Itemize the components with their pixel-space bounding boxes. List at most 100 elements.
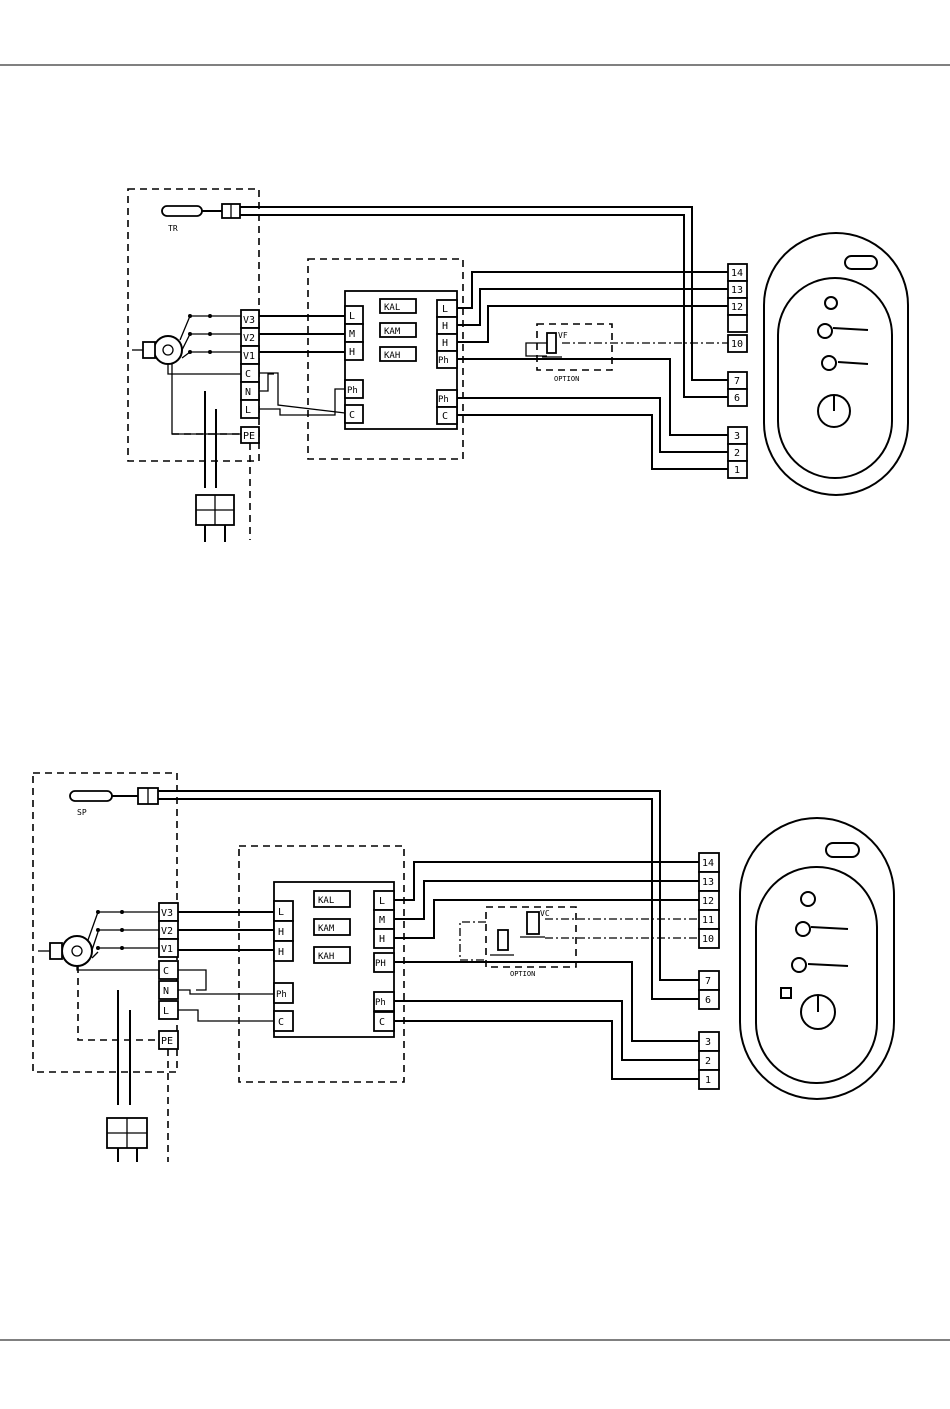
- control-terminal-label: 10: [702, 934, 714, 945]
- control-terminal-label: 13: [731, 285, 743, 296]
- board-terminal-label: Ph: [375, 998, 386, 1008]
- temp-icon: [792, 958, 806, 972]
- board-right-terminals: L M H PH Ph C: [374, 891, 394, 1031]
- board-terminal-label: L: [278, 907, 284, 918]
- motor-enclosure: [128, 189, 259, 461]
- fan-motor: [132, 316, 190, 364]
- fan-motor: [38, 912, 98, 966]
- board-terminal-label: C: [278, 1017, 284, 1028]
- motor-terminal-label: V2: [243, 333, 255, 344]
- motor-terminal-label: N: [245, 387, 251, 398]
- board-terminal-label: M: [349, 329, 355, 340]
- power-supply: [172, 391, 250, 542]
- board-terminal-label: Ph: [347, 386, 358, 396]
- motor-to-board-wires: [178, 912, 274, 1021]
- option-label: OPTION: [554, 375, 579, 383]
- board-terminal-label: H: [278, 947, 284, 958]
- board-terminal-label: H: [278, 927, 284, 938]
- motor-terminal-label: C: [163, 966, 169, 977]
- control-panel-2: [740, 818, 894, 1099]
- control-terminal-label: 2: [734, 448, 740, 459]
- board-terminal-label: L: [442, 304, 448, 315]
- board-terminal-label: PH: [375, 959, 386, 969]
- control-terminal-label: 6: [734, 393, 740, 404]
- control-terminal-label: 1: [705, 1075, 711, 1086]
- control-terminal-label: 14: [731, 268, 743, 279]
- control-terminal-strip: 14 13 12 10 7 6 3 2 1: [728, 264, 747, 478]
- control-terminal-label: 14: [702, 858, 714, 869]
- control-panel-outer: [740, 818, 894, 1099]
- option-label: OPTION: [510, 970, 535, 978]
- relay-label: KAM: [384, 327, 401, 337]
- motor-terminal-label: N: [163, 986, 169, 997]
- board-terminal-label: C: [442, 411, 448, 422]
- board-speed-relays: KAL KAM KAH: [380, 299, 416, 361]
- relay-label: KAM: [318, 924, 335, 934]
- temperature-sensor: SP: [70, 788, 158, 817]
- board-speed-relays: KAL KAM KAH: [314, 891, 350, 963]
- relay-label: KAH: [318, 952, 334, 962]
- control-panel-inner: [756, 867, 877, 1083]
- motor-terminal-block: V3 V2 V1 C N L PE: [241, 310, 259, 443]
- control-terminal-label: 6: [705, 995, 711, 1006]
- motor-terminal-label: V1: [243, 351, 255, 362]
- control-terminal-label: 3: [705, 1037, 711, 1048]
- temperature-sensor: TR: [162, 204, 240, 233]
- temp-icon: [822, 356, 836, 370]
- diagram-1: TR V3 V2 V1 C N L PE: [128, 189, 908, 542]
- motor-terminal-block: V3 V2 V1 C N L PE: [159, 903, 178, 1049]
- board-terminal-label: H: [349, 347, 355, 358]
- control-terminal-label: 3: [734, 431, 740, 442]
- motor-enclosure: [33, 773, 177, 1072]
- relay-label: KAH: [384, 351, 400, 361]
- panel-display-slot: [845, 256, 877, 269]
- relay-label: KAL: [384, 303, 400, 313]
- fan-speed-icon: [818, 324, 832, 338]
- option-valve: VF OPTION: [526, 331, 579, 383]
- board-terminal-label: Ph: [438, 356, 449, 366]
- diagram-2: SP V3 V2 V1 C N L PE: [33, 773, 894, 1162]
- motor-terminal-label: L: [163, 1006, 169, 1017]
- sensor-label: SP: [77, 808, 87, 817]
- board-terminal-label: Ph: [276, 990, 287, 1000]
- board-terminal-label: H: [442, 338, 448, 349]
- motor-terminal-label: V1: [161, 944, 173, 955]
- control-terminal-label: 7: [705, 976, 711, 987]
- motor-terminal-label: V3: [161, 908, 173, 919]
- option-valve-label: VF: [558, 331, 568, 340]
- control-terminal-label: 1: [734, 465, 740, 476]
- board-terminal-label: H: [442, 321, 448, 332]
- motor-terminal-label: C: [245, 369, 251, 380]
- board-terminal-label: H: [379, 934, 385, 945]
- control-panel-1: [764, 233, 908, 495]
- option-valve-label: VC: [540, 909, 550, 918]
- control-terminal-label: 2: [705, 1056, 711, 1067]
- board-terminal-label: Ph: [438, 395, 449, 405]
- control-terminal-label: 12: [731, 302, 743, 313]
- control-terminal-label: 7: [734, 376, 740, 387]
- motor-terminal-label: V3: [243, 315, 255, 326]
- motor-terminal-label: V2: [161, 926, 173, 937]
- control-terminal-label: 13: [702, 877, 714, 888]
- control-terminal-label: 12: [702, 896, 714, 907]
- motor-terminal-label: PE: [161, 1036, 173, 1047]
- board-terminal-label: C: [349, 410, 355, 421]
- board-right-terminals: L H H Ph Ph C: [437, 300, 457, 424]
- mode-icon: [801, 892, 815, 906]
- motor-terminal-label: L: [245, 405, 251, 416]
- board-terminal-label: L: [379, 896, 385, 907]
- control-terminal-label: 11: [702, 915, 714, 926]
- control-terminal-label: 10: [731, 339, 743, 350]
- motor-to-board-wires: [259, 316, 345, 415]
- fan-speed-icon: [796, 922, 810, 936]
- panel-display-slot: [826, 843, 859, 857]
- board-terminal-label: L: [349, 311, 355, 322]
- board-to-control-wires: [240, 207, 728, 469]
- relay-label: KAL: [318, 896, 334, 906]
- timer-icon: [781, 988, 791, 998]
- board-terminal-label: M: [379, 915, 385, 926]
- motor-terminal-label: PE: [243, 431, 255, 442]
- control-terminal-strip: 14 13 12 11 10 7 6 3 2 1: [699, 853, 719, 1089]
- board-terminal-label: C: [379, 1017, 385, 1028]
